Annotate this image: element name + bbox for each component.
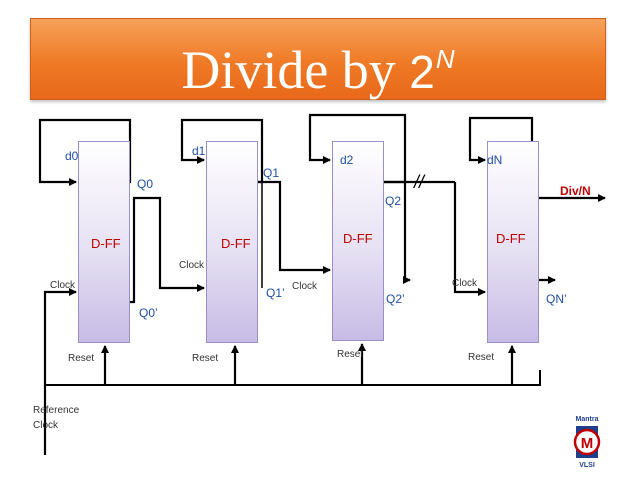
- ff1-q-label: Q1: [263, 166, 280, 180]
- ffn-reset-label: Reset: [468, 352, 495, 363]
- break-mark: //: [414, 172, 425, 192]
- ff0-clock-label: Clock: [50, 280, 76, 291]
- ff2-d-label: d2: [340, 153, 354, 167]
- mantra-vlsi-logo: Mantra M VLSI: [565, 416, 609, 472]
- ff0-q-label: Q0: [137, 177, 154, 191]
- ffn-label: D-FF: [496, 231, 526, 246]
- ff1-reset-label: Reset: [192, 353, 219, 364]
- title-text: Divide by: [181, 40, 410, 100]
- ff2-q-label: Q2: [385, 194, 402, 208]
- logo-top-text: Mantra: [575, 416, 599, 423]
- title-banner: Divide by 2N: [30, 18, 606, 100]
- title-power-exponent: N: [435, 44, 455, 74]
- ff0-qbar-label: Q0’: [139, 306, 158, 320]
- flip-flop-2: [332, 141, 384, 341]
- ff0-reset-label: Reset: [68, 353, 95, 364]
- wire-reset-bus: [45, 370, 541, 386]
- ff1-clock-label: Clock: [179, 260, 205, 271]
- logo-letter: M: [581, 435, 594, 452]
- ff0-label: D-FF: [91, 236, 121, 251]
- ffn-clock-label: Clock: [452, 278, 478, 289]
- title-power: 2N: [409, 44, 455, 98]
- ff0-d-label: d0: [65, 149, 79, 163]
- ff1-qbar-label: Q1’: [266, 286, 285, 300]
- wire-ffn-clock: [453, 182, 486, 296]
- ff1-d-label: d1: [192, 144, 206, 158]
- ffn-d-label: dN: [487, 153, 503, 167]
- logo-emblem-icon: M: [573, 426, 601, 458]
- ff2-clock-label: Clock: [292, 281, 318, 292]
- ff2-qbar-label: Q2’: [386, 292, 405, 306]
- ff1-label: D-FF: [221, 236, 251, 251]
- wire-reference-clock: [43, 288, 77, 455]
- page-title: Divide by 2N: [31, 29, 605, 102]
- flip-flop-1: [206, 141, 258, 343]
- reference-clock-label: Reference Clock: [33, 405, 80, 431]
- title-power-base: 2: [409, 46, 435, 98]
- ff2-label: D-FF: [343, 231, 373, 246]
- ffn-q-label: Div/N: [560, 184, 591, 198]
- flip-flop-n: [487, 141, 539, 343]
- flip-flop-0: [78, 141, 130, 343]
- logo-bottom-text: VLSI: [579, 462, 595, 469]
- ffn-qbar-label: QN’: [546, 292, 567, 306]
- ff2-reset-label: Reset: [337, 349, 364, 360]
